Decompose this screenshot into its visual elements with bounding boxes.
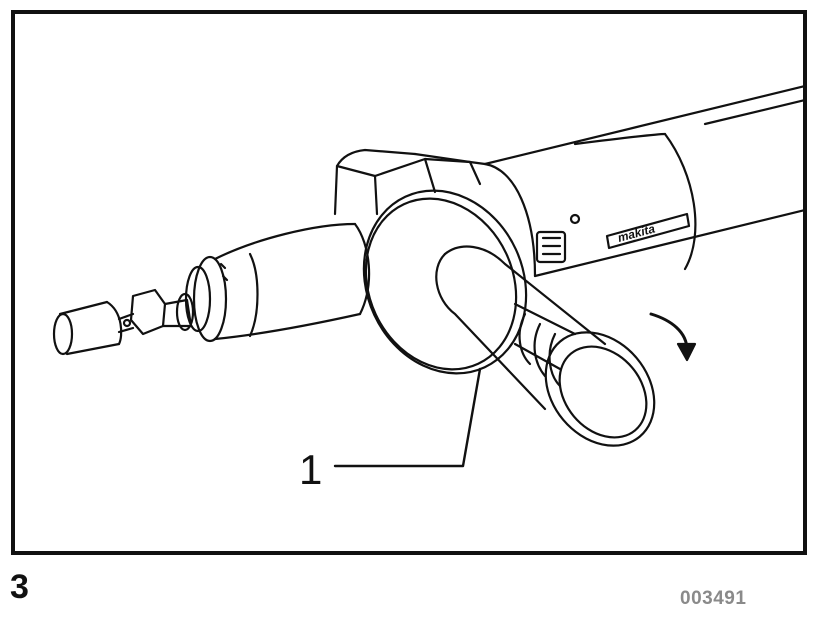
side-grip bbox=[435, 245, 656, 447]
collet-nut bbox=[129, 288, 195, 336]
image-code: 003491 bbox=[680, 588, 747, 609]
brand-plate: makita bbox=[605, 212, 691, 250]
callout-label: 1 bbox=[299, 446, 322, 493]
mounted-point bbox=[52, 300, 135, 356]
grinder-illustration: makita bbox=[52, 85, 803, 493]
grip-mount-ring bbox=[362, 189, 528, 375]
switch-housing bbox=[333, 148, 581, 264]
illustration-frame: makita bbox=[11, 10, 807, 555]
spindle-nose bbox=[184, 222, 371, 343]
figure-number: 3 bbox=[10, 568, 29, 606]
leader-line bbox=[333, 367, 482, 468]
rotation-arrow-icon bbox=[649, 312, 697, 362]
motor-housing bbox=[483, 85, 803, 278]
